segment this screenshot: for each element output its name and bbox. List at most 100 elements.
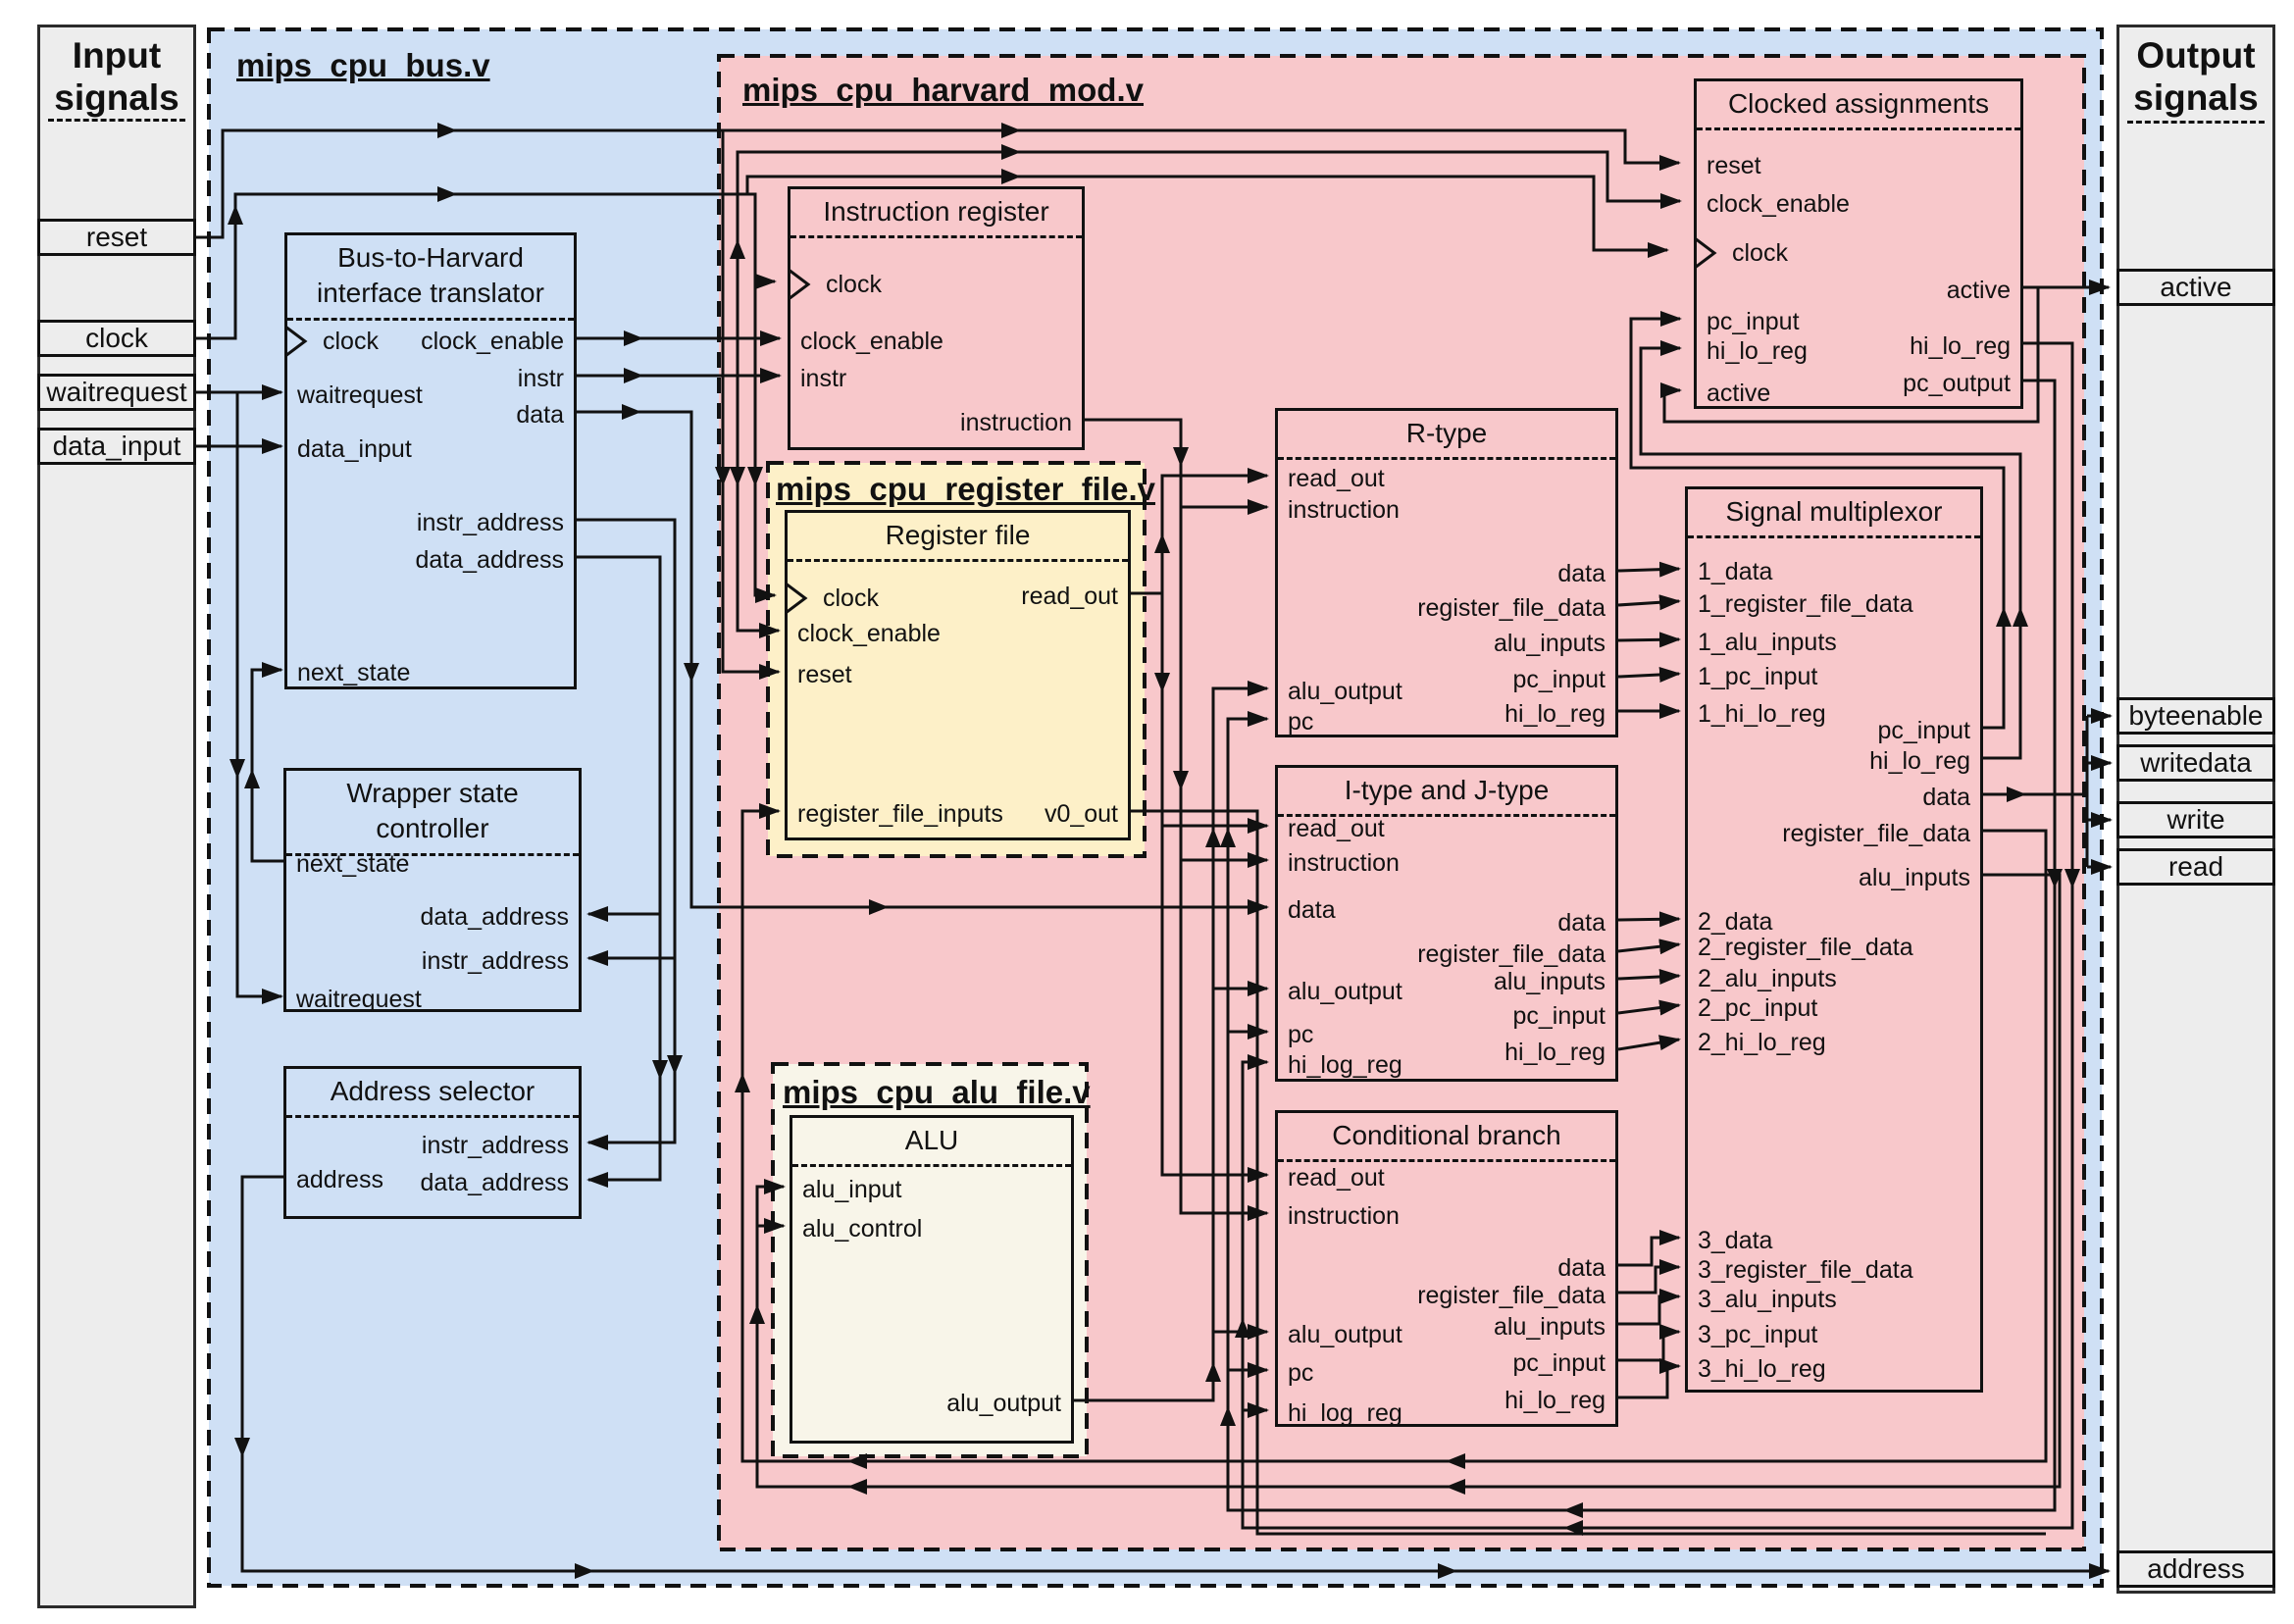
port-address-selector-left-address: address bbox=[296, 1166, 383, 1193]
port-i-type-and-j-type-left-read_out: read_out bbox=[1288, 815, 1385, 842]
output-signal-address: address bbox=[2116, 1550, 2275, 1588]
port-alu-left-alu_input: alu_input bbox=[802, 1176, 902, 1203]
port-wrapper-state-controller-left-next_state: next_state bbox=[296, 850, 410, 878]
module-title-i-type-and-j-type: I-type and J-type bbox=[1278, 768, 1615, 818]
port-i-type-and-j-type-left-pc: pc bbox=[1288, 1021, 1314, 1048]
port-i-type-and-j-type-right-hi_lo_reg: hi_lo_reg bbox=[1504, 1039, 1606, 1066]
output-signal-byteenable: byteenable bbox=[2116, 697, 2275, 735]
port-i-type-and-j-type-left-hi_log_reg: hi_log_reg bbox=[1288, 1051, 1402, 1079]
clock-port-icon bbox=[283, 324, 311, 359]
port-conditional-branch-left-hi_log_reg: hi_log_reg bbox=[1288, 1399, 1402, 1427]
port-conditional-branch-left-read_out: read_out bbox=[1288, 1164, 1385, 1192]
port-register-file-right-v0_out: v0_out bbox=[1044, 800, 1118, 828]
port-signal-multiplexor-left-3_register_file_data: 3_register_file_data bbox=[1698, 1256, 1913, 1284]
port-signal-multiplexor-left-2_register_file_data: 2_register_file_data bbox=[1698, 934, 1913, 961]
port-alu-right-alu_output: alu_output bbox=[946, 1390, 1061, 1417]
input-signal-clock: clock bbox=[37, 320, 196, 357]
port-instruction-register-left-instr: instr bbox=[800, 365, 847, 392]
port-signal-multiplexor-right-hi_lo_reg: hi_lo_reg bbox=[1869, 747, 1970, 775]
input-signal-reset: reset bbox=[37, 219, 196, 256]
clock-port-icon bbox=[1693, 235, 1720, 271]
region-title-mips-cpu-bus: mips_cpu_bus.v bbox=[236, 47, 490, 83]
port-r-type-right-data: data bbox=[1557, 560, 1606, 587]
port-alu-left-alu_control: alu_control bbox=[802, 1215, 923, 1243]
port-signal-multiplexor-left-1_pc_input: 1_pc_input bbox=[1698, 663, 1818, 690]
port-r-type-left-alu_output: alu_output bbox=[1288, 678, 1402, 705]
port-wrapper-state-controller-right-data_address: data_address bbox=[420, 903, 569, 931]
port-i-type-and-j-type-left-instruction: instruction bbox=[1288, 849, 1400, 877]
port-i-type-and-j-type-right-pc_input: pc_input bbox=[1512, 1002, 1606, 1030]
port-i-type-and-j-type-left-alu_output: alu_output bbox=[1288, 978, 1402, 1005]
region-title-mips-cpu-harvard-mod: mips_cpu_harvard_mod.v bbox=[742, 72, 1144, 108]
port-address-selector-right-data_address: data_address bbox=[420, 1169, 569, 1196]
port-conditional-branch-left-instruction: instruction bbox=[1288, 1202, 1400, 1230]
port-bus-to-harvard-translator-right-data: data bbox=[516, 401, 564, 429]
port-i-type-and-j-type-right-register_file_data: register_file_data bbox=[1417, 940, 1606, 968]
port-r-type-left-pc: pc bbox=[1288, 708, 1314, 736]
port-signal-multiplexor-left-2_data: 2_data bbox=[1698, 908, 1773, 936]
port-bus-to-harvard-translator-left-clock: clock bbox=[323, 328, 379, 355]
port-instruction-register-left-clock_enable: clock_enable bbox=[800, 328, 943, 355]
port-register-file-left-register_file_inputs: register_file_inputs bbox=[797, 800, 1003, 828]
module-title-alu: ALU bbox=[792, 1118, 1071, 1168]
port-conditional-branch-right-pc_input: pc_input bbox=[1512, 1349, 1606, 1377]
port-signal-multiplexor-right-alu_inputs: alu_inputs bbox=[1859, 864, 1970, 891]
port-clocked-assignments-left-active: active bbox=[1707, 380, 1771, 407]
output-signal-write: write bbox=[2116, 801, 2275, 838]
module-title-wrapper-state-controller: Wrapper state controller bbox=[286, 771, 579, 856]
port-instruction-register-left-clock: clock bbox=[826, 271, 882, 298]
port-r-type-right-register_file_data: register_file_data bbox=[1417, 594, 1606, 622]
port-register-file-left-reset: reset bbox=[797, 661, 852, 688]
port-r-type-right-hi_lo_reg: hi_lo_reg bbox=[1504, 700, 1606, 728]
port-bus-to-harvard-translator-right-data_address: data_address bbox=[415, 546, 564, 574]
port-clocked-assignments-left-hi_lo_reg: hi_lo_reg bbox=[1707, 337, 1808, 365]
module-title-register-file: Register file bbox=[788, 513, 1128, 563]
port-conditional-branch-left-alu_output: alu_output bbox=[1288, 1321, 1402, 1348]
port-conditional-branch-right-register_file_data: register_file_data bbox=[1417, 1282, 1606, 1309]
input-title-divider bbox=[48, 119, 185, 122]
port-bus-to-harvard-translator-left-data_input: data_input bbox=[297, 435, 412, 463]
port-signal-multiplexor-left-3_data: 3_data bbox=[1698, 1227, 1773, 1254]
port-clocked-assignments-left-clock: clock bbox=[1732, 239, 1788, 267]
output-signal-active: active bbox=[2116, 269, 2275, 306]
port-r-type-right-alu_inputs: alu_inputs bbox=[1494, 630, 1606, 657]
port-signal-multiplexor-right-data: data bbox=[1922, 784, 1970, 811]
module-title-signal-multiplexor: Signal multiplexor bbox=[1688, 489, 1980, 539]
port-signal-multiplexor-left-1_alu_inputs: 1_alu_inputs bbox=[1698, 629, 1837, 656]
output-signals-title: Output signals bbox=[2133, 35, 2259, 118]
input-signal-data_input: data_input bbox=[37, 428, 196, 465]
port-signal-multiplexor-left-3_pc_input: 3_pc_input bbox=[1698, 1321, 1818, 1348]
region-title-mips-cpu-alu-file: mips_cpu_alu_file.v bbox=[783, 1074, 1091, 1110]
port-signal-multiplexor-left-1_data: 1_data bbox=[1698, 558, 1773, 585]
module-title-bus-to-harvard-translator: Bus-to-Harvard interface translator bbox=[287, 235, 574, 321]
port-bus-to-harvard-translator-left-next_state: next_state bbox=[297, 659, 411, 686]
port-address-selector-right-instr_address: instr_address bbox=[421, 1132, 569, 1159]
port-signal-multiplexor-right-pc_input: pc_input bbox=[1877, 717, 1970, 744]
port-register-file-right-read_out: read_out bbox=[1021, 583, 1118, 610]
port-r-type-right-pc_input: pc_input bbox=[1512, 666, 1606, 693]
port-clocked-assignments-right-pc_output: pc_output bbox=[1903, 370, 2011, 397]
input-signal-waitrequest: waitrequest bbox=[37, 374, 196, 411]
module-title-address-selector: Address selector bbox=[286, 1069, 579, 1119]
port-bus-to-harvard-translator-right-clock_enable: clock_enable bbox=[421, 328, 564, 355]
port-instruction-register-right-instruction: instruction bbox=[960, 409, 1072, 436]
port-conditional-branch-right-data: data bbox=[1557, 1254, 1606, 1282]
port-clocked-assignments-right-hi_lo_reg: hi_lo_reg bbox=[1910, 332, 2011, 360]
input-signals-column: Input signals bbox=[37, 25, 196, 1608]
port-bus-to-harvard-translator-right-instr: instr bbox=[517, 365, 564, 392]
clock-port-icon bbox=[784, 581, 811, 616]
port-conditional-branch-right-hi_lo_reg: hi_lo_reg bbox=[1504, 1387, 1606, 1414]
port-signal-multiplexor-right-register_file_data: register_file_data bbox=[1782, 820, 1970, 847]
port-signal-multiplexor-left-3_alu_inputs: 3_alu_inputs bbox=[1698, 1286, 1837, 1313]
input-signals-title: Input signals bbox=[54, 35, 179, 118]
port-conditional-branch-left-pc: pc bbox=[1288, 1359, 1314, 1387]
output-signal-writedata: writedata bbox=[2116, 744, 2275, 782]
